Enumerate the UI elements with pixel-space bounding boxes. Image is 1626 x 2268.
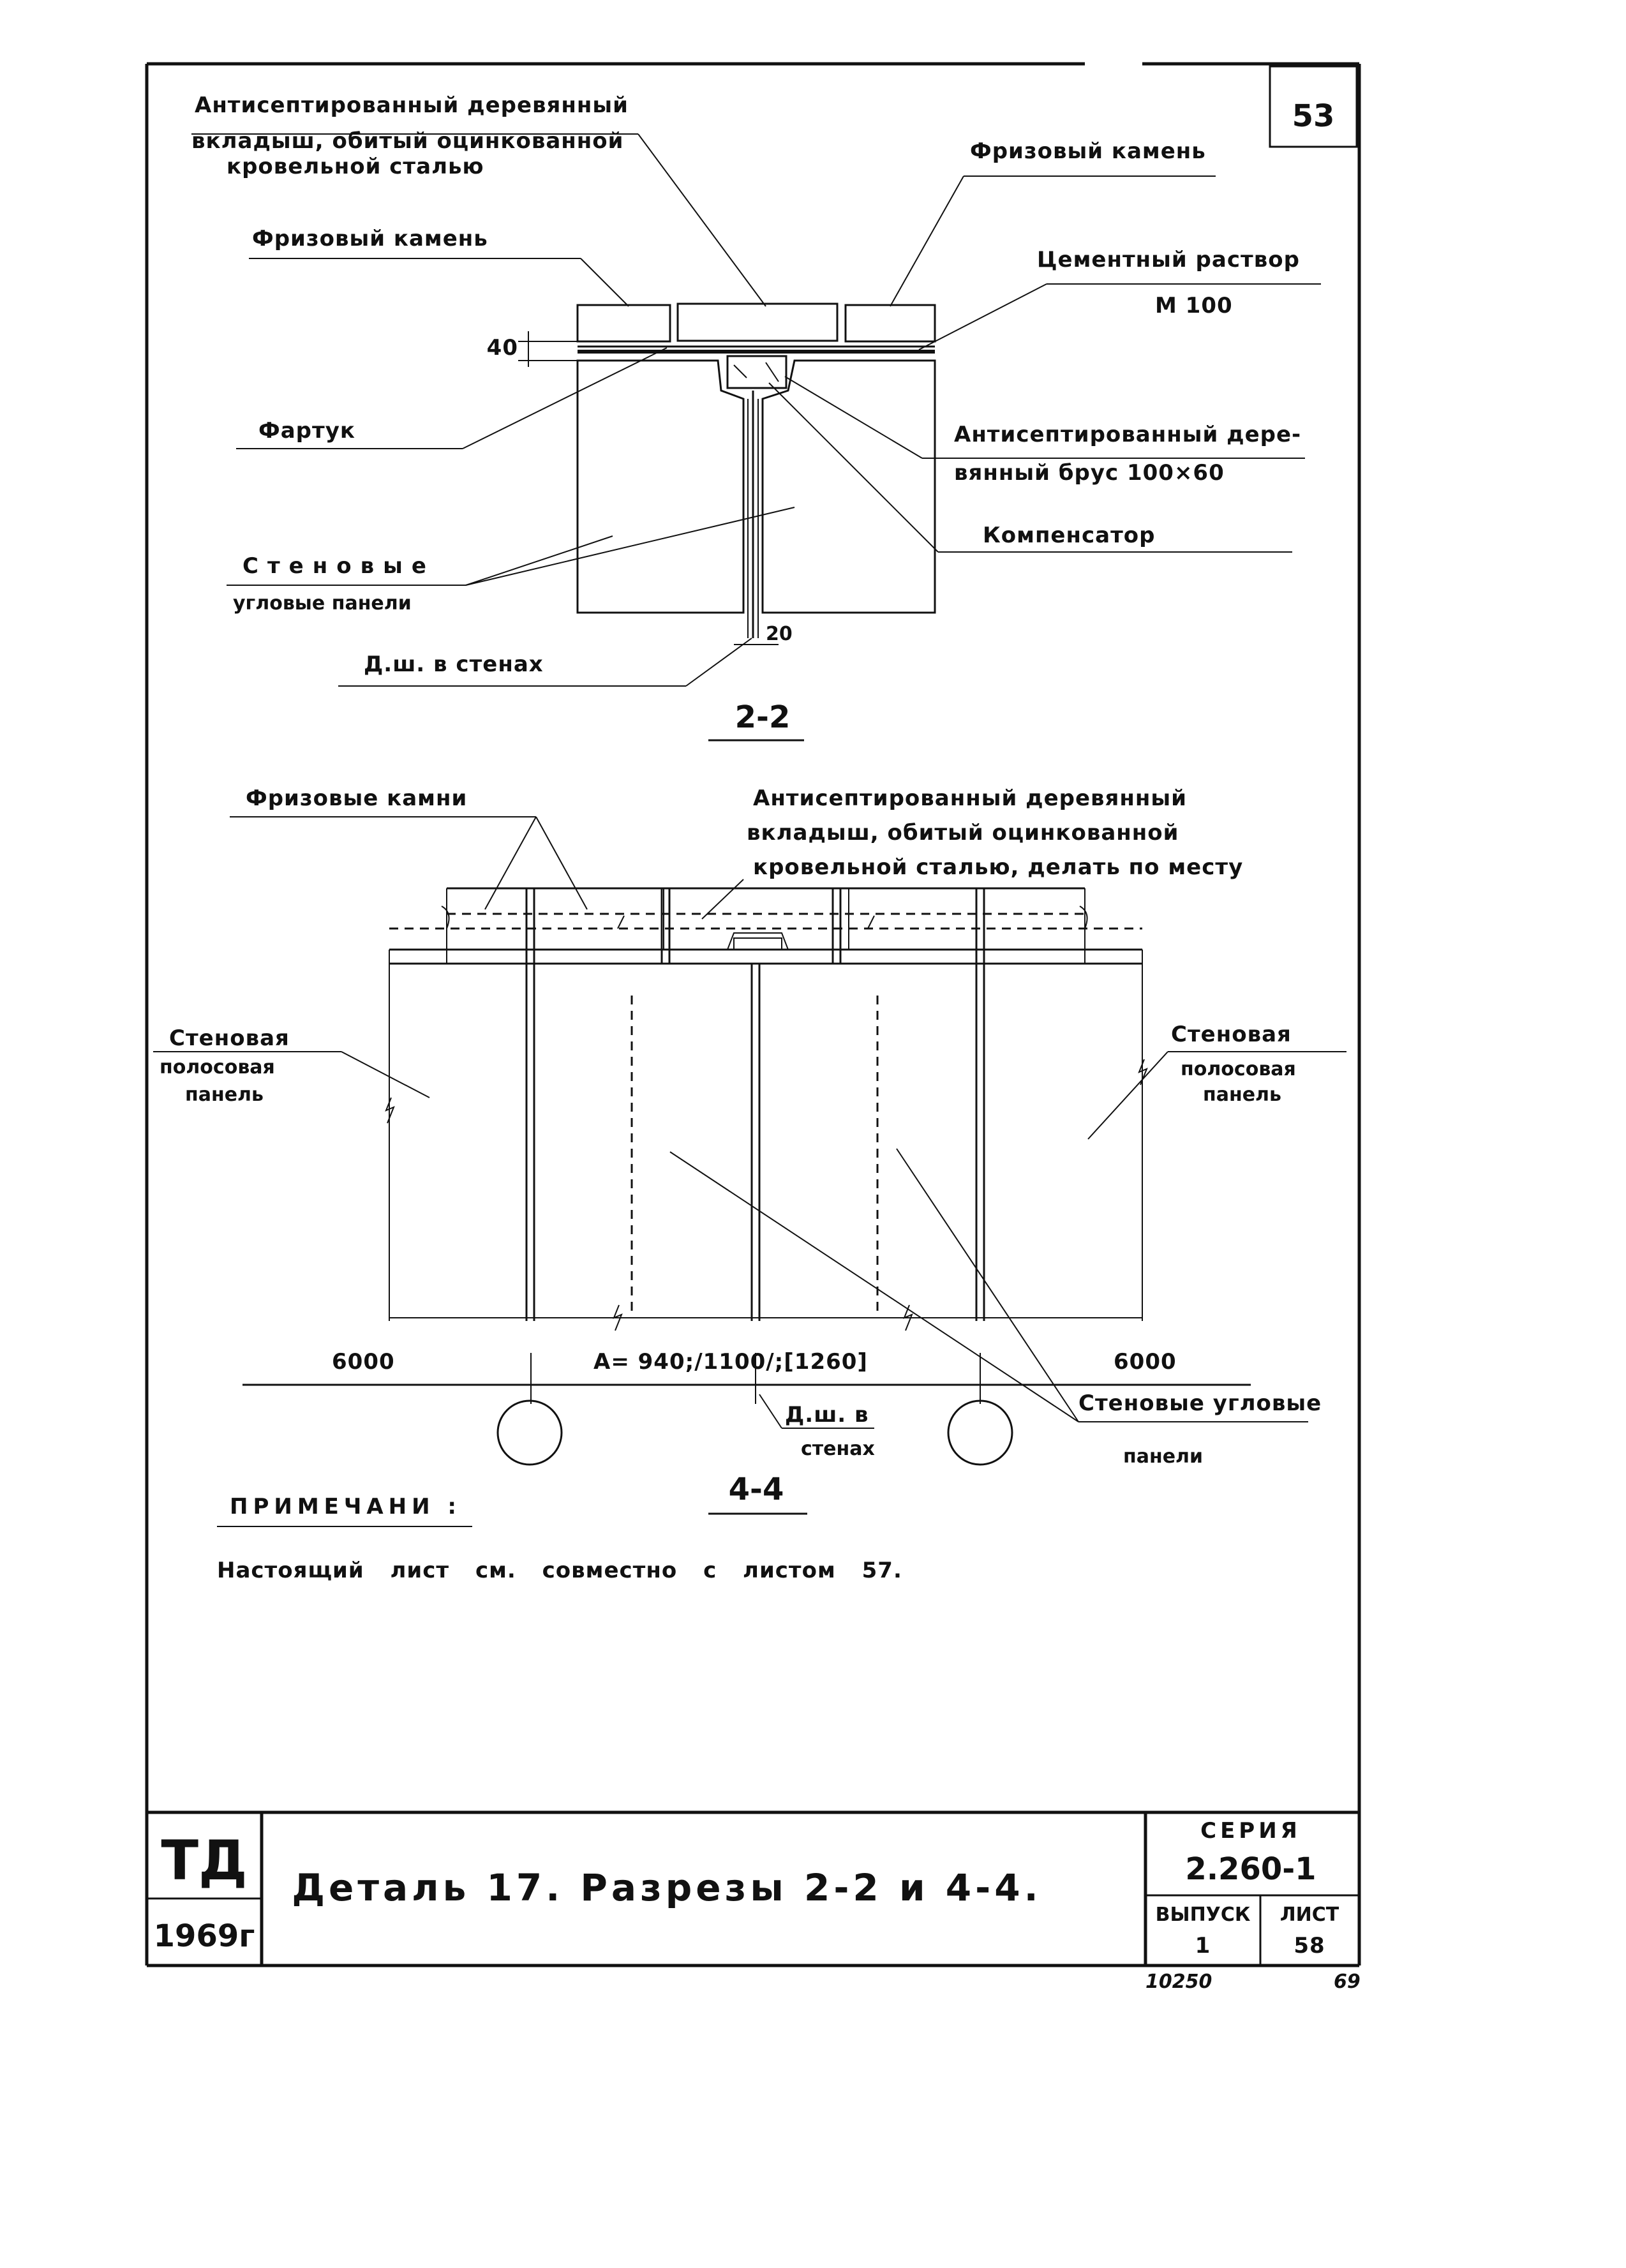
label-cement-mortar-2: М 100 xyxy=(1155,293,1233,318)
below-left-code: 10250 xyxy=(1145,1971,1212,1993)
caption-4-4: 4-4 xyxy=(729,1472,784,1507)
label-cement-mortar-1: Цементный раствор xyxy=(1037,247,1300,272)
label-apron: Фартук xyxy=(258,418,355,444)
label-strip-right-2: полосовая xyxy=(1181,1058,1296,1080)
notes-heading: ПРИМЕЧАНИ : xyxy=(230,1494,461,1519)
dim-40: 40 xyxy=(487,335,518,361)
title-org: ТД xyxy=(161,1829,247,1893)
label-strip-left-1: Стеновая xyxy=(169,1026,290,1051)
label-frieze-stone-right: Фризовый камень xyxy=(970,138,1206,164)
sheet-value: 58 xyxy=(1294,1933,1325,1958)
frieze-stone-right xyxy=(844,304,936,343)
title-year: 1969г xyxy=(154,1918,255,1954)
sheet-corner-box: 53 xyxy=(1269,65,1358,148)
section-4-4-insert xyxy=(663,888,849,950)
notes: ПРИМЕЧАНИ : Настоящий лист см. совместно… xyxy=(217,1494,902,1583)
drawing-title: Деталь 17. Разрезы 2-2 и 4-4. xyxy=(292,1866,1041,1909)
label-insert-4-4-2: вкладыш, обитый оцинкованной xyxy=(747,820,1179,846)
wooden-insert xyxy=(676,302,839,342)
dim-right-6000: 6000 xyxy=(1114,1349,1177,1375)
label-insert-4-4-3: кровельной сталью, делать по месту xyxy=(753,854,1243,880)
label-joint-4-4-2: стенах xyxy=(801,1438,875,1460)
dim-left-6000: 6000 xyxy=(332,1349,395,1375)
dim-center: А= 940;/1100/;[1260] xyxy=(593,1349,868,1375)
label-corner-panels-2: панели xyxy=(1123,1445,1203,1468)
label-strip-left-3: панель xyxy=(185,1084,264,1106)
frieze-stone-left xyxy=(576,304,671,343)
label-beam-2: вянный брус 100×60 xyxy=(954,460,1225,486)
column-circle-right xyxy=(947,1399,1013,1466)
label-frieze-stone-left: Фризовый камень xyxy=(252,226,488,251)
label-insert-2: вкладыш, обитый оцинкованной xyxy=(191,128,623,154)
wooden-beam xyxy=(726,355,787,389)
label-frieze-stones: Фризовые камни xyxy=(246,786,467,811)
column-circle-left xyxy=(496,1399,563,1466)
sheet-corner-number: 53 xyxy=(1292,98,1335,134)
label-wall-panels-1: Стеновые xyxy=(242,553,435,579)
caption-2-2: 2-2 xyxy=(735,699,791,735)
title-block: ТД 1969г Деталь 17. Разрезы 2-2 и 4-4. С… xyxy=(147,1810,1361,1993)
sheet-frame xyxy=(145,62,1361,1967)
label-strip-right-1: Стеновая xyxy=(1171,1022,1292,1047)
issue-value: 1 xyxy=(1195,1933,1211,1958)
label-joint: Д.ш. в стенах xyxy=(364,652,544,677)
label-wall-panels-2: угловые панели xyxy=(233,592,412,615)
section-2-2: 40 20 Антисептированный деревянный вклад… xyxy=(191,93,1321,742)
panel-joints xyxy=(525,888,985,1321)
label-insert-3: кровельной сталью xyxy=(227,154,484,179)
series-value: 2.260-1 xyxy=(1185,1851,1316,1887)
label-strip-right-3: панель xyxy=(1203,1084,1281,1106)
sheet-label: ЛИСТ xyxy=(1280,1904,1339,1926)
label-insert-1: Антисептированный деревянный xyxy=(195,93,629,118)
issue-label: ВЫПУСК xyxy=(1156,1904,1251,1926)
wall-panels-block xyxy=(576,359,936,614)
label-beam-1: Антисептированный дере- xyxy=(954,422,1301,447)
notes-text: Настоящий лист см. совместно с листом 57… xyxy=(217,1558,902,1583)
dim-20: 20 xyxy=(766,623,793,645)
below-right-code: 69 xyxy=(1334,1971,1361,1993)
label-compensator: Компенсатор xyxy=(983,523,1155,548)
label-insert-4-4-1: Антисептированный деревянный xyxy=(753,786,1187,811)
section-4-4: Фризовые камни Антисептированный деревян… xyxy=(153,786,1346,1515)
label-strip-left-2: полосовая xyxy=(160,1056,275,1078)
label-joint-4-4-1: Д.ш. в xyxy=(785,1402,869,1428)
series-label: СЕРИЯ xyxy=(1200,1818,1301,1844)
label-corner-panels-1: Стеновые угловые xyxy=(1078,1391,1322,1416)
